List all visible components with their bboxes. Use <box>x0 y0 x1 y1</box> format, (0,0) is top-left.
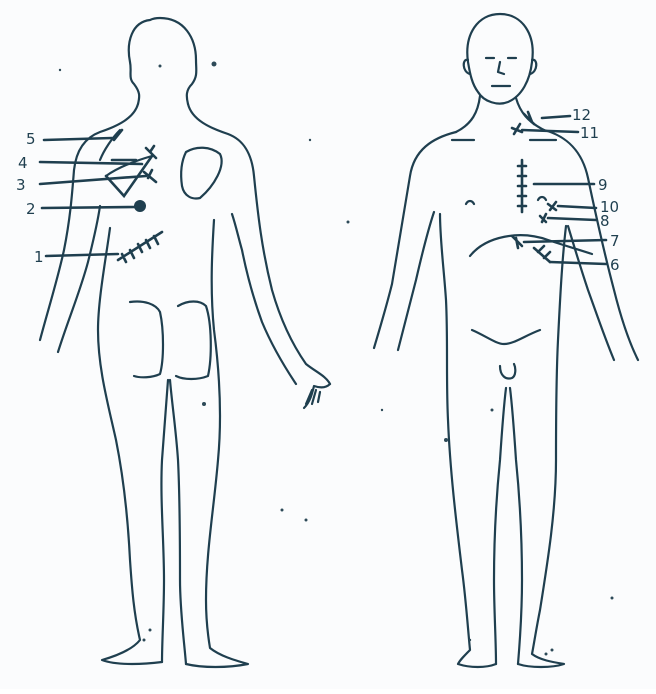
leader-2 <box>42 207 136 208</box>
label-3: 3 <box>16 176 26 194</box>
back-right-hand <box>304 384 330 408</box>
back-right-shoulder-arm <box>188 104 330 384</box>
front-torso-left <box>440 214 496 667</box>
label-12: 12 <box>572 106 591 124</box>
back-left-inner-arm <box>58 206 100 352</box>
label-9: 9 <box>598 176 608 194</box>
front-view-figure <box>374 14 638 667</box>
label-4: 4 <box>18 154 28 172</box>
back-leg-inner-right <box>170 380 186 664</box>
front-wound-6-mark <box>534 246 550 262</box>
back-wound-1-scar <box>118 232 162 262</box>
front-wound-8-mark <box>540 214 546 222</box>
leader-3 <box>40 176 146 184</box>
back-scapula-outline <box>181 148 221 199</box>
front-leg-inner-left <box>494 388 506 664</box>
leader-8 <box>548 218 596 220</box>
back-wound-markers <box>106 130 162 262</box>
front-head-outline <box>467 14 532 104</box>
leader-7 <box>524 240 606 242</box>
leader-1 <box>46 254 118 256</box>
front-wound-9-scar <box>518 160 526 212</box>
leader-12 <box>542 116 570 118</box>
back-view-figure <box>40 18 330 667</box>
leader-10 <box>558 206 596 208</box>
front-right-inner-arm <box>568 226 614 360</box>
leader-5 <box>44 138 112 140</box>
front-pelvis-arc <box>472 330 540 344</box>
front-groin <box>500 364 515 379</box>
leader-6 <box>550 262 606 264</box>
label-6: 6 <box>610 256 620 274</box>
back-head-outline <box>129 18 197 104</box>
back-right-inner-arm <box>232 214 296 384</box>
label-7: 7 <box>610 232 620 250</box>
back-torso-right <box>186 220 248 667</box>
front-nipples <box>466 197 546 204</box>
front-neck <box>456 96 544 132</box>
leader-11 <box>522 130 578 132</box>
label-1: 1 <box>34 248 44 266</box>
front-wound-7-mark <box>512 236 522 248</box>
front-wound-10-mark <box>548 202 556 210</box>
back-torso-left <box>98 228 162 664</box>
label-11: 11 <box>580 124 599 142</box>
scan-specks <box>59 62 614 656</box>
leader-4 <box>40 162 142 164</box>
back-labels: 5 4 3 2 1 <box>16 130 44 266</box>
label-2: 2 <box>26 200 36 218</box>
label-5: 5 <box>26 130 36 148</box>
front-wound-12-mark <box>524 112 534 124</box>
front-left-inner-arm <box>398 212 434 350</box>
back-leg-inner-left <box>161 380 168 662</box>
front-wound-11-mark <box>512 124 522 134</box>
back-buttocks <box>130 301 211 379</box>
label-8: 8 <box>600 212 610 230</box>
front-torso-right <box>518 226 566 667</box>
front-face-features <box>486 58 516 86</box>
front-leg-inner-right <box>510 388 522 664</box>
front-left-shoulder-arm <box>374 132 456 348</box>
